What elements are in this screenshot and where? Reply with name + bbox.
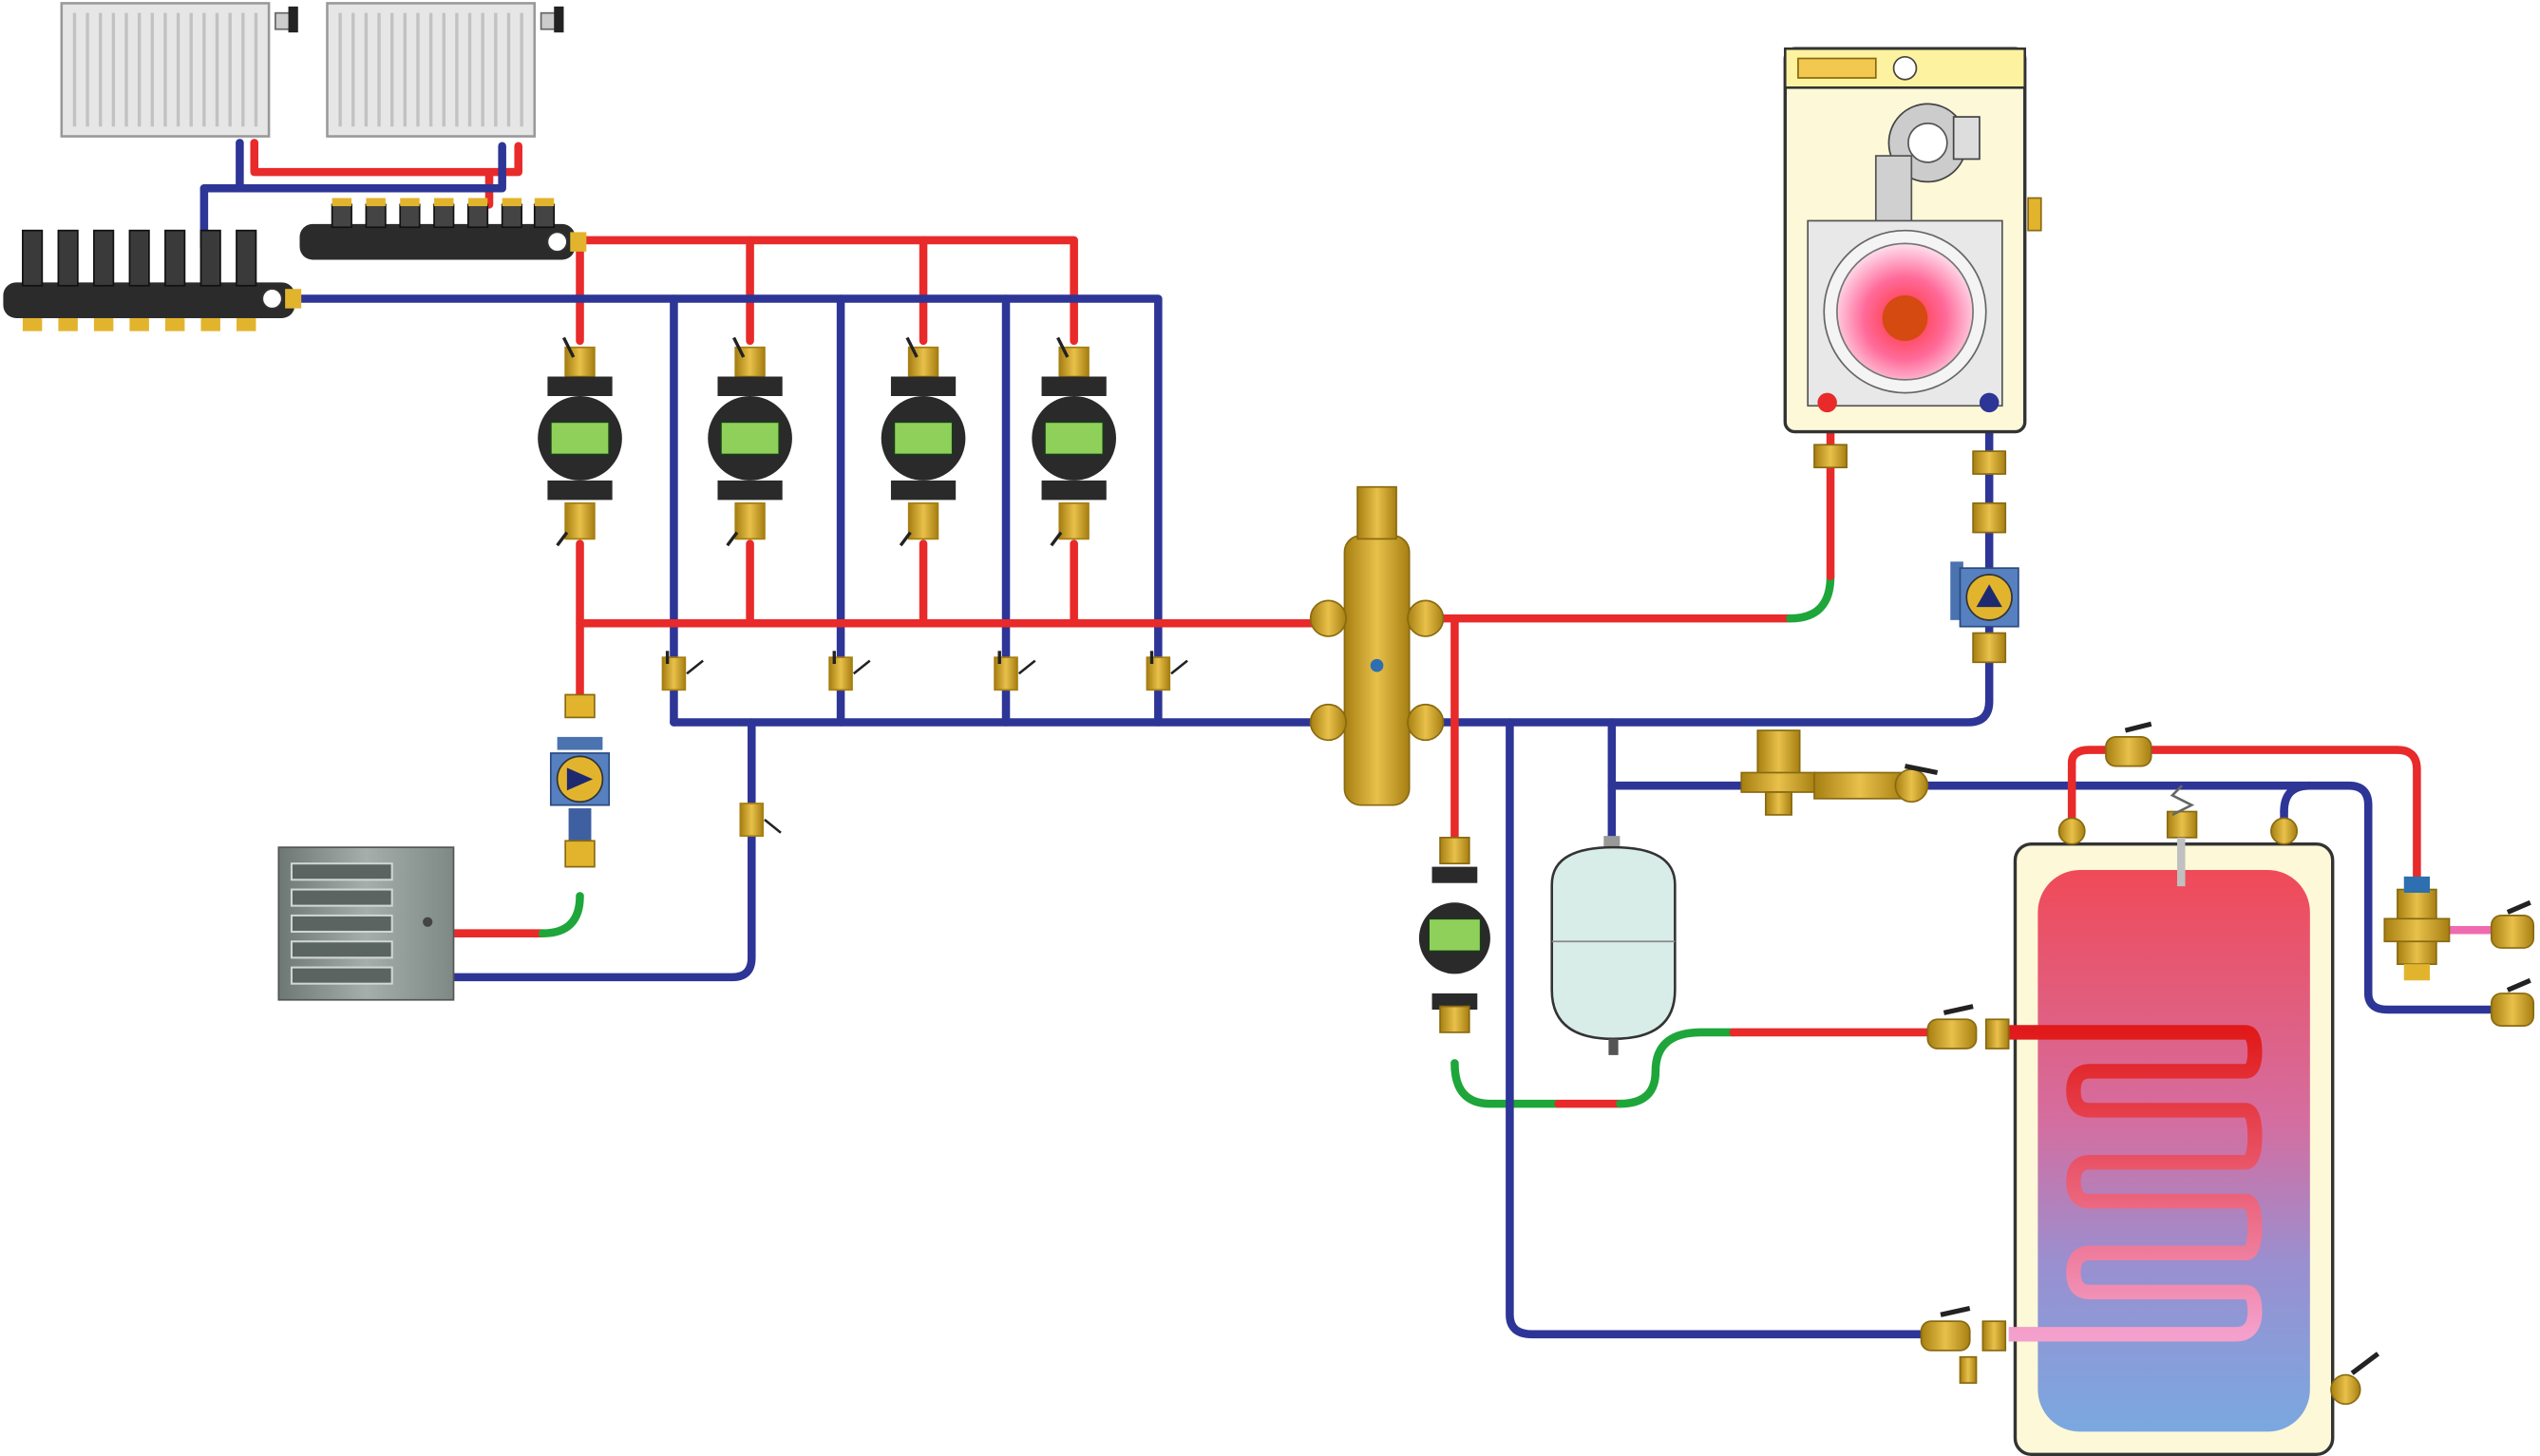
boiler-return-pipe <box>1437 398 1994 727</box>
unit-heater-return <box>449 718 756 982</box>
coil-return-valve <box>1920 1305 2007 1384</box>
unit-heater <box>277 846 455 1001</box>
lower-manifold <box>3 229 302 331</box>
boiler-circulator <box>1950 450 2019 664</box>
return-purge-valve-1 <box>661 651 704 691</box>
unit-heater-supply-green <box>539 892 584 937</box>
return-purge-valve-4 <box>1146 651 1188 691</box>
return-purge-valve-2 <box>828 651 871 691</box>
dhw-supply-green2 <box>1616 1028 1737 1108</box>
coil-supply-valve <box>1926 1004 2010 1049</box>
cold-water-main <box>1907 781 2499 1014</box>
zone-pump-outlets <box>576 539 1325 628</box>
hydraulic-separator <box>1309 485 1445 806</box>
unit-heater-circulator <box>549 693 611 868</box>
expansion-tank <box>1550 836 1677 1055</box>
zone-circulator-4 <box>1032 336 1116 547</box>
indirect-water-heater <box>2008 785 2379 1456</box>
pressure-reducing-valve <box>1740 729 1817 816</box>
pipe-network <box>199 139 2499 1360</box>
main-return-header <box>295 294 1163 727</box>
cold-outlet-valve <box>2490 977 2535 1027</box>
boiler <box>1783 47 2042 434</box>
cold-water-tank-inlet <box>2280 781 2315 816</box>
radiator-return-pipe-2 <box>199 142 506 193</box>
tank-hot-outlet-valve <box>2105 721 2152 767</box>
radiator-supply-pipe <box>250 139 494 209</box>
dhw-circulator <box>1418 837 1490 1033</box>
dhw-pump-outlet-green <box>1450 1059 1563 1108</box>
hot-water-outlet <box>2067 746 2421 894</box>
boiler-supply-fitting <box>1813 444 1848 469</box>
zone-circulator-3 <box>881 336 966 547</box>
radiator-1 <box>60 2 298 138</box>
dhw-coil-return <box>1506 718 1932 1339</box>
unit-heater-purge-valve <box>739 803 782 838</box>
mixed-outlet-valve <box>2490 899 2535 949</box>
zone-circulator-2 <box>708 336 792 547</box>
main-supply-header <box>576 236 1078 346</box>
radiator-2 <box>326 2 564 138</box>
thermostatic-mixing-valve <box>2383 876 2451 981</box>
zone-circulator-1 <box>538 336 622 547</box>
upper-manifold <box>299 198 587 260</box>
boiler-supply-green <box>1786 572 1835 623</box>
backflow-preventer <box>1813 764 1939 804</box>
heat-exchanger-coil <box>2008 1025 2263 1342</box>
return-purge-valve-3 <box>994 651 1036 691</box>
